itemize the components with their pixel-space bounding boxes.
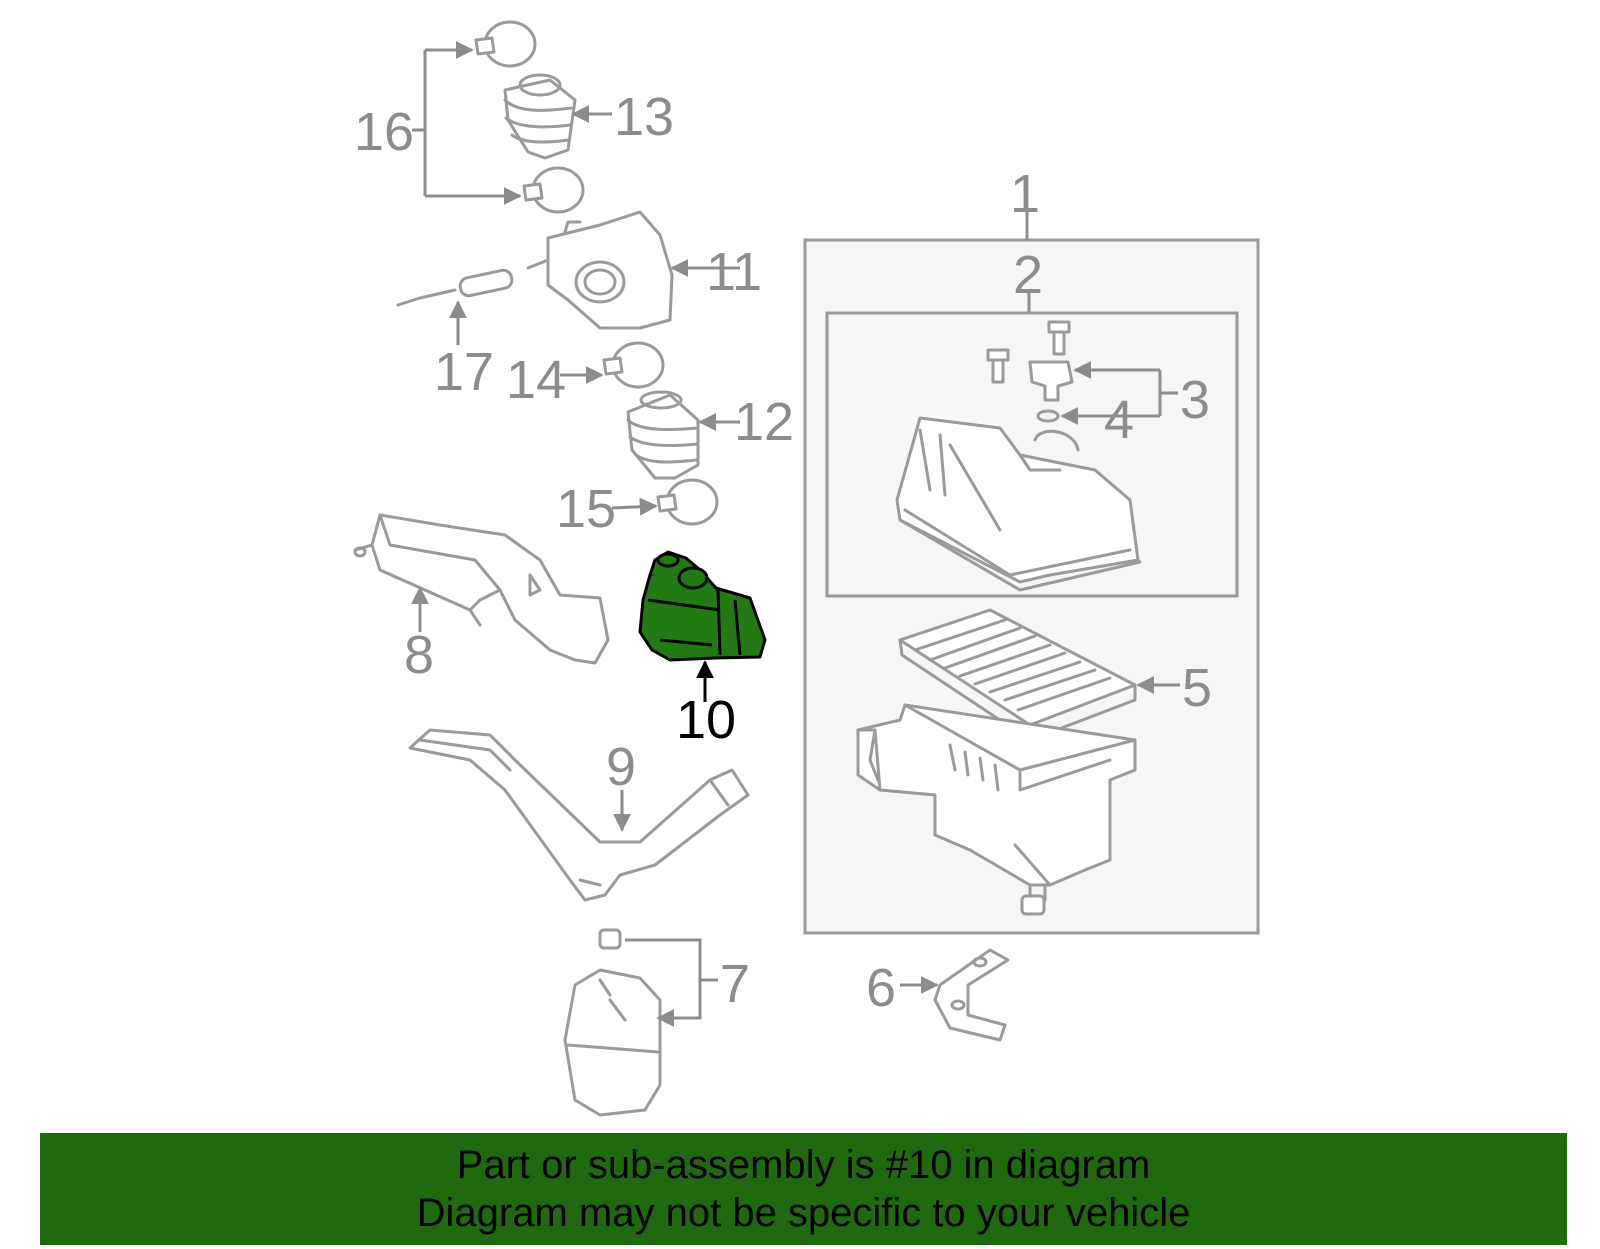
part-8-intake-duct [353,513,610,665]
part-16-upper-clamp [474,20,537,68]
part-17-vacuum-hose [396,268,514,345]
callout-13: 13 [614,87,674,147]
banner-line-2: Diagram may not be specific to your vehi… [416,1191,1191,1235]
leader-3-4 [1060,361,1178,425]
part-10-highlighted [638,550,767,702]
callout-6: 6 [866,958,896,1018]
part-12-lower-hose [626,390,740,480]
part-13-upper-hose [503,73,612,160]
callout-12: 12 [734,392,794,452]
callout-3: 3 [1180,370,1210,430]
part-15-clamp [611,478,719,526]
part-4-o-ring [1036,409,1060,423]
callout-1: 1 [1010,164,1040,224]
callout-16: 16 [354,102,414,162]
callout-5: 5 [1182,658,1212,718]
callout-15: 15 [556,479,616,539]
callout-11: 11 [706,242,762,302]
air-cleaner-cap [895,416,1142,592]
part-14-clamp [560,341,665,389]
part-9-inlet-hose [408,728,750,902]
part-11-intake-housing [526,210,740,330]
callout-10: 10 [676,690,736,750]
banner-line-1: Part or sub-assembly is #10 in diagram [456,1143,1151,1187]
callout-2: 2 [1013,245,1043,305]
part-6-bracket [900,948,1010,1042]
info-banner: Part or sub-assembly is #10 in diagram D… [40,1133,1567,1245]
part-16-lower-clamp [522,166,585,214]
callout-9: 9 [606,737,636,797]
part-5-air-filter-element [898,608,1180,742]
callout-17: 17 [434,342,494,402]
air-cleaner-case [856,703,1137,916]
callout-14: 14 [506,350,566,410]
part-7-resonator [563,928,718,1117]
callout-7: 7 [720,954,750,1014]
leader-16 [412,41,522,205]
callout-4: 4 [1104,390,1134,450]
callout-8: 8 [404,625,434,685]
part-3-mass-air-flow-sensor [986,320,1074,402]
